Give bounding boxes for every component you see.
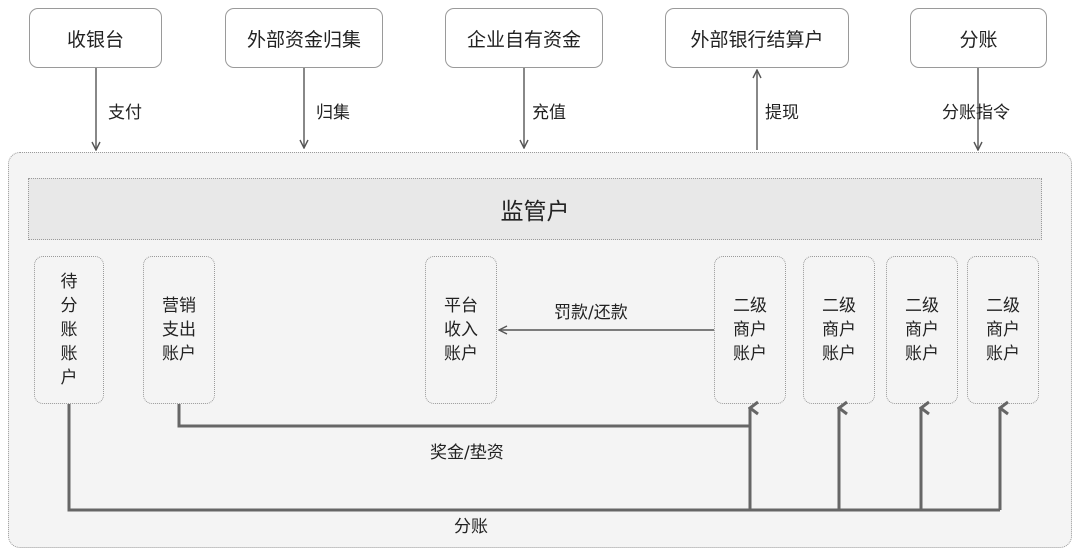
external-bank-box: 外部银行结算户 [665,8,849,68]
external-bank-label: 外部银行结算户 [690,28,824,51]
marketing-expense-account-label: 营销支出账户 [161,296,196,364]
pending-split-account-label: 待分账账户 [60,272,78,388]
split-label: 分账 [959,28,998,51]
flow-label-split-instruction: 分账指令 [942,103,1010,123]
flow-label-collect: 归集 [316,103,350,123]
supervised-account-label: 监管户 [500,199,570,225]
flow-label-withdraw: 提现 [765,103,799,123]
flow-label-split: 分账 [454,517,488,537]
secondary-merchant-account-label: 二级商户账户 [904,296,939,364]
flow-label-recharge: 充值 [532,103,566,123]
secondary-merchant-account-4: 二级商户账户 [967,256,1039,404]
line-split [67,404,1000,512]
flow-label-penalty-refund: 罚款/还款 [554,303,628,323]
flow-label-bonus-advance: 奖金/垫资 [430,443,504,463]
split-box: 分账 [910,8,1047,68]
secondary-merchant-account-1: 二级商户账户 [714,256,786,404]
secondary-merchant-account-label: 二级商户账户 [985,296,1020,364]
cashier-label: 收银台 [66,28,124,51]
pending-split-account: 待分账账户 [34,256,104,404]
flow-label-pay: 支付 [108,103,142,123]
cashier-box: 收银台 [29,8,162,68]
enterprise-funds-box: 企业自有资金 [445,8,603,68]
platform-income-account-label: 平台收入账户 [443,296,478,364]
secondary-merchant-account-3: 二级商户账户 [886,256,958,404]
supervised-account-banner: 监管户 [28,178,1042,240]
platform-income-account: 平台收入账户 [425,256,497,404]
marketing-expense-account: 营销支出账户 [143,256,215,404]
external-collect-box: 外部资金归集 [225,8,383,68]
secondary-merchant-account-2: 二级商户账户 [803,256,875,404]
line-bonus-advance [177,404,750,428]
external-collect-label: 外部资金归集 [246,28,361,51]
secondary-merchant-account-label: 二级商户账户 [732,296,767,364]
enterprise-funds-label: 企业自有资金 [466,28,581,51]
secondary-merchant-account-label: 二级商户账户 [821,296,856,364]
